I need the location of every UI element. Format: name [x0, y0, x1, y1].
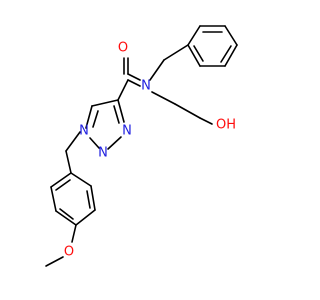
o-methyl-bond — [45, 256, 64, 267]
amide-cn-bond — [127, 79, 141, 87]
methoxy-oxygen-label: O — [64, 245, 74, 260]
carbonyl-bond — [127, 73, 141, 81]
triazole-ring — [85, 99, 125, 150]
carbonyl-oxygen-label: O — [118, 41, 128, 56]
ch2-aryl-bond — [65, 150, 72, 174]
benzyl-ch2-bond — [163, 44, 189, 61]
triazole-ch2-bond — [65, 131, 81, 152]
molecule-structure: O N OH N N N O — [45, 25, 238, 267]
aryl-o-bond — [71, 224, 77, 243]
triazole-n1-label: N — [79, 124, 89, 139]
ethyl-bond-2 — [174, 103, 201, 119]
amide-nitrogen-label: N — [141, 79, 151, 94]
carbonyl-c4-bond — [117, 79, 129, 101]
hydroxyl-label: OH — [216, 118, 236, 133]
ethyl-bond-3 — [199, 117, 213, 125]
triazole-n2-label: N — [98, 146, 108, 161]
triazole-n3-label: N — [122, 124, 132, 139]
benzyl-phenyl-ring — [187, 25, 238, 67]
ethyl-bond-1 — [151, 91, 176, 105]
benzyl-n-bond — [149, 59, 165, 81]
methoxyphenyl-ring — [50, 172, 96, 226]
